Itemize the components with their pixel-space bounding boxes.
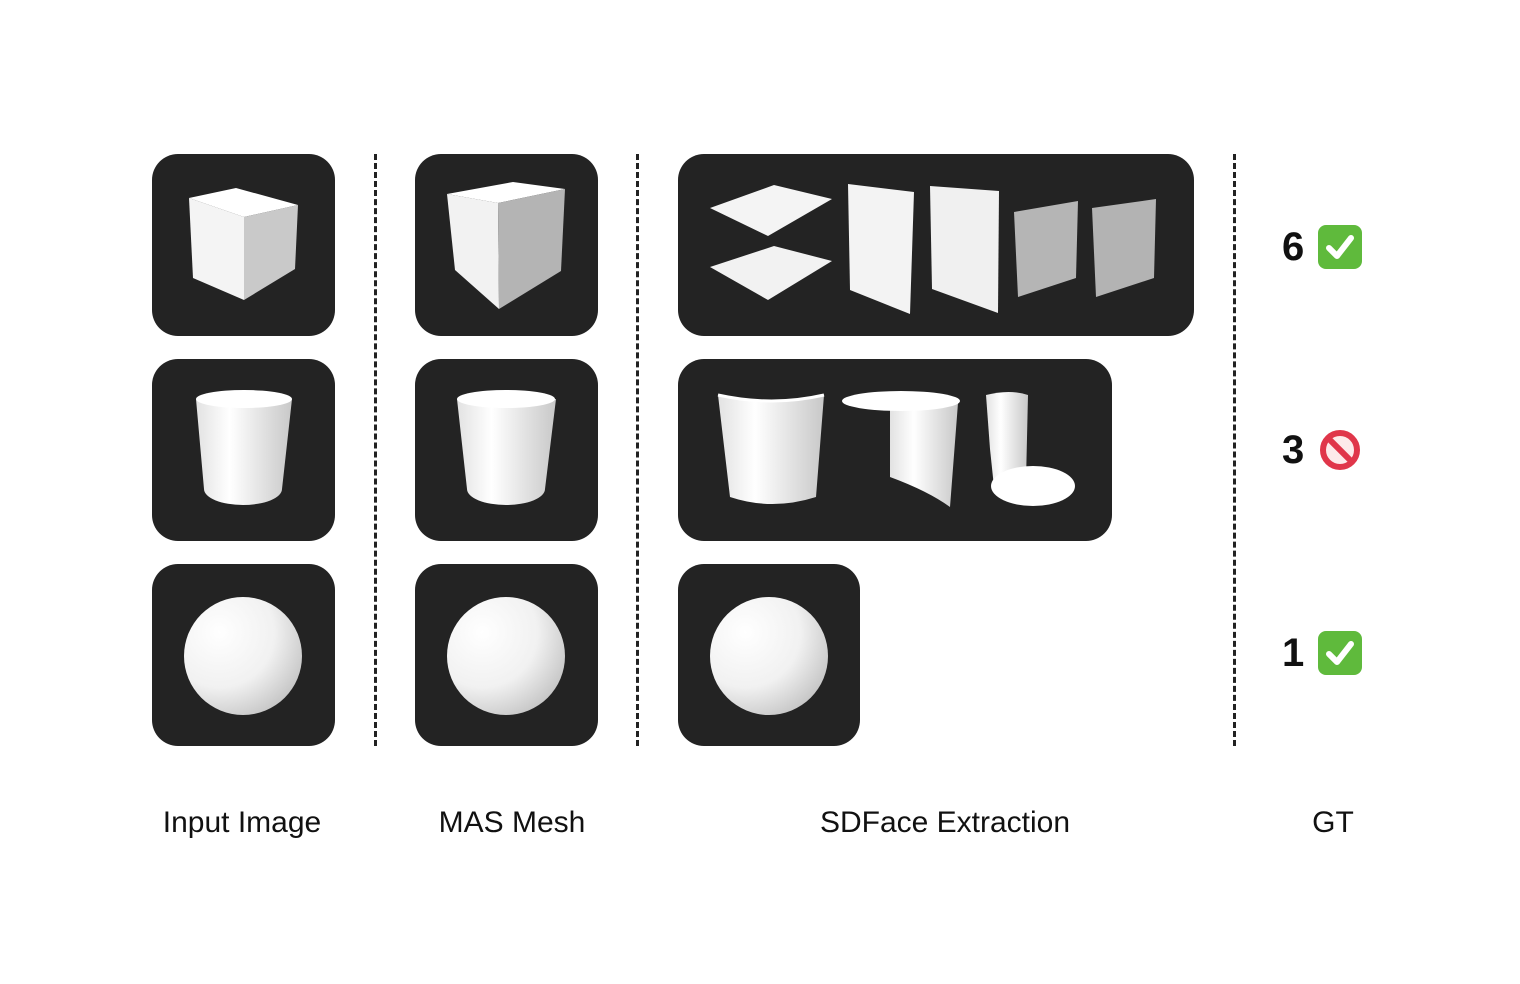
mas-cube-panel [415,154,598,336]
input-cube-panel [152,154,335,336]
sphere-face-icon [710,597,828,715]
gt-row-sphere: 1 [1282,628,1363,678]
divider-1 [374,154,377,746]
cube-faces-icon [710,184,1156,314]
cylinder-faces-icon [717,391,1075,507]
cylinder-icon [196,390,292,505]
sdface-cylinder-panel [678,359,1112,541]
sphere-icon [184,597,302,715]
prohibited-icon [1318,428,1362,472]
check-mark-icon [1318,225,1363,269]
mas-cylinder-panel [415,359,598,541]
column-label-sdface-extraction: SDFace Extraction [819,806,1071,839]
column-label-mas-mesh: MAS Mesh [438,806,586,839]
check-mark-icon [1318,631,1363,675]
cylinder-mesh-icon [457,390,556,505]
input-cylinder-panel [152,359,335,541]
gt-count: 1 [1282,630,1305,675]
gt-row-cube: 6 [1282,222,1363,272]
sphere-mesh-icon [447,597,565,715]
column-label-input-image: Input Image [162,806,322,839]
input-sphere-panel [152,564,335,746]
gt-row-cylinder: 3 [1282,425,1362,475]
cube-mesh-icon [447,182,565,309]
sdface-sphere-panel [678,564,860,746]
mas-sphere-panel [415,564,598,746]
cube-icon [189,188,298,300]
gt-count: 6 [1282,224,1305,269]
divider-3 [1233,154,1236,746]
column-label-gt: GT [1312,806,1354,839]
divider-2 [636,154,639,746]
sdface-cube-panel [678,154,1194,336]
gt-count: 3 [1282,427,1305,472]
